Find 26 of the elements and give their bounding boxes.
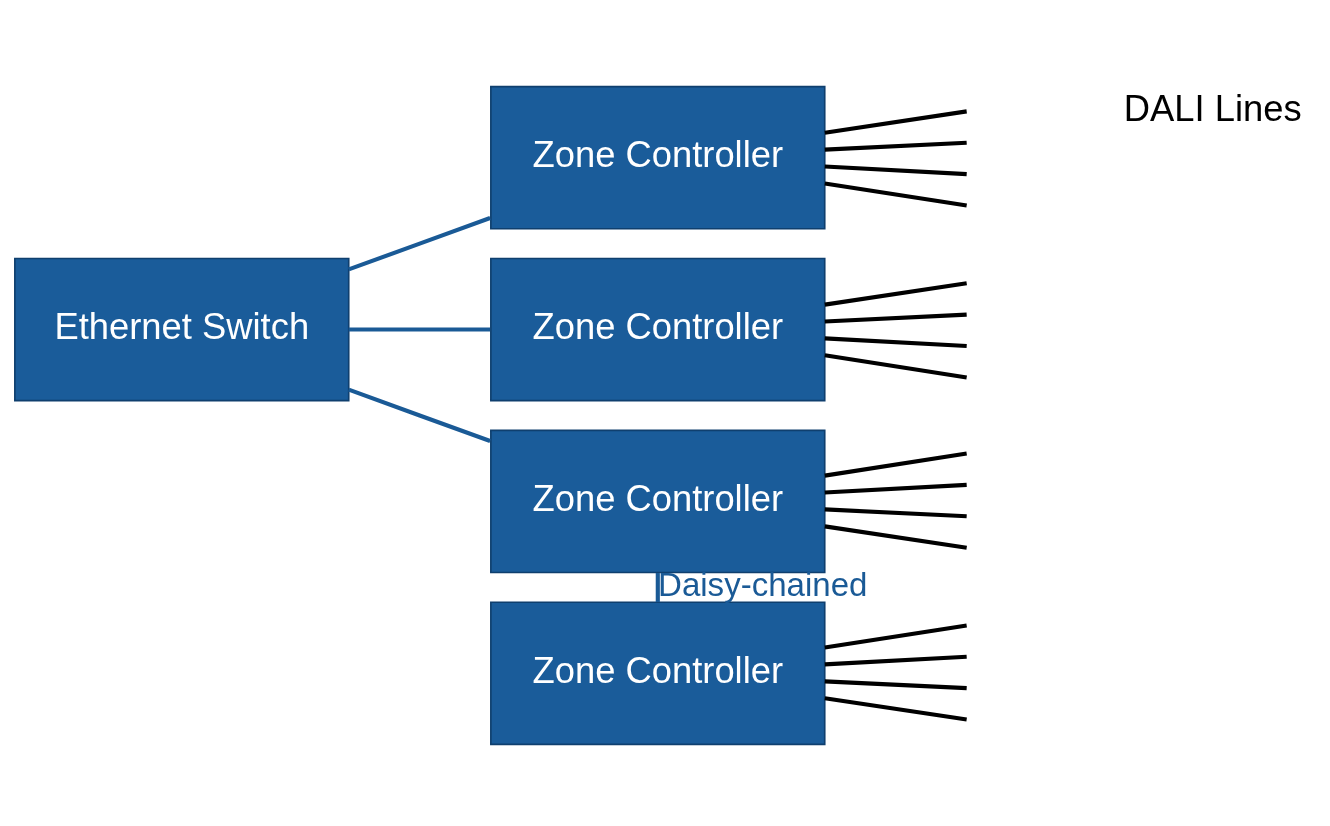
connector bbox=[824, 654, 967, 667]
connector bbox=[824, 679, 967, 691]
node-box: Zone Controller bbox=[490, 429, 826, 574]
label: DALI Lines bbox=[1123, 87, 1302, 129]
connector bbox=[824, 451, 967, 478]
node-box: Zone Controller bbox=[490, 257, 826, 402]
connector bbox=[824, 524, 967, 550]
connector bbox=[348, 327, 491, 332]
connector bbox=[824, 140, 967, 152]
connector bbox=[348, 387, 491, 443]
connector bbox=[824, 109, 967, 135]
connector bbox=[824, 353, 967, 380]
connector bbox=[655, 573, 660, 603]
node-box: Zone Controller bbox=[490, 601, 826, 746]
connector bbox=[824, 181, 967, 208]
connector bbox=[824, 312, 967, 324]
connector bbox=[824, 507, 967, 519]
connector bbox=[824, 336, 967, 349]
connector bbox=[824, 482, 967, 495]
connector bbox=[824, 281, 967, 307]
node-box: Zone Controller bbox=[490, 85, 826, 230]
connector bbox=[348, 216, 491, 272]
connector bbox=[824, 164, 967, 177]
connector bbox=[824, 623, 967, 650]
connector bbox=[824, 696, 967, 722]
node-box: Ethernet Switch bbox=[14, 257, 350, 402]
